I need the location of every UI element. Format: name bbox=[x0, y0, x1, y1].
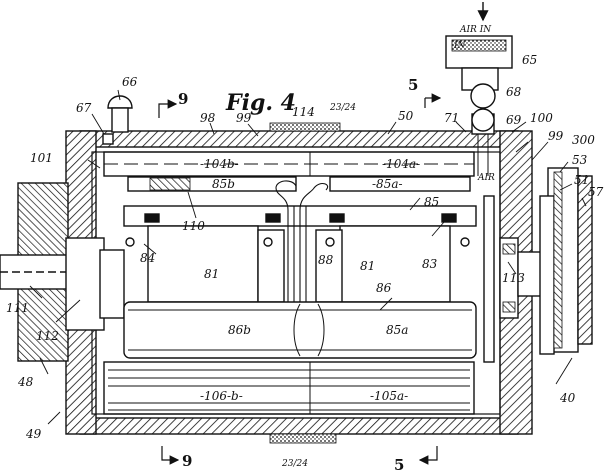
ref-88: 88 bbox=[318, 253, 334, 267]
ref-111: 111 bbox=[6, 301, 29, 315]
disk-plate bbox=[483, 195, 495, 363]
ref-81-left: 81 bbox=[204, 267, 219, 281]
ref-66: 66 bbox=[122, 75, 138, 89]
ref-86: 86 bbox=[376, 281, 392, 295]
air-label: AIR bbox=[477, 173, 495, 183]
block-81-left bbox=[147, 225, 259, 303]
ref-83: 83 bbox=[422, 257, 438, 271]
ref-71: 71 bbox=[444, 111, 459, 125]
ref-110: 110 bbox=[182, 219, 205, 233]
ref-65: 65 bbox=[522, 53, 537, 67]
housing-top-wall bbox=[79, 130, 519, 148]
wire-bundle-88 bbox=[275, 180, 329, 302]
ref-40: 40 bbox=[559, 391, 576, 405]
section-mark-9-bottom: 9 bbox=[182, 452, 192, 470]
section-mark-5-top: 5 bbox=[408, 76, 418, 94]
valve-69 bbox=[471, 108, 495, 132]
ref-67: 67 bbox=[76, 101, 92, 115]
ref-85b: 85b bbox=[212, 177, 235, 191]
cap-66 bbox=[107, 95, 133, 109]
shaft-111 bbox=[0, 254, 71, 290]
ref-69: 69 bbox=[506, 113, 522, 127]
ref-85a: -85a- bbox=[372, 177, 403, 191]
ref-104b: -104b- bbox=[200, 157, 239, 171]
ref-85a-low: 85a bbox=[386, 323, 408, 337]
ref-98: 98 bbox=[200, 111, 216, 125]
ref-112: 112 bbox=[36, 329, 59, 343]
ref-106b: -106-b- bbox=[200, 389, 243, 403]
section-mark-9-top: 9 bbox=[178, 90, 188, 108]
ref-53: 53 bbox=[572, 153, 588, 167]
valve-68 bbox=[470, 83, 496, 109]
ref-101: 101 bbox=[30, 151, 53, 165]
ref-105a: -105a- bbox=[370, 389, 408, 403]
ref-48: 48 bbox=[17, 375, 34, 389]
ref-86b: 86b bbox=[228, 323, 251, 337]
section-mark-5-bottom: 5 bbox=[394, 456, 404, 474]
block-81-right bbox=[339, 225, 451, 303]
in-label: IN bbox=[453, 41, 467, 51]
ref-85: 85 bbox=[424, 195, 439, 209]
ref-113: 113 bbox=[502, 271, 525, 285]
strip-114-top bbox=[269, 122, 341, 132]
bar-85a bbox=[329, 176, 471, 192]
ref-23-24-bottom: 23/24 bbox=[281, 459, 308, 469]
air-in-label: AIR IN bbox=[459, 25, 492, 35]
ref-68: 68 bbox=[506, 85, 522, 99]
ref-114: 114 bbox=[292, 105, 315, 119]
figure-title: Fig. 4 bbox=[225, 90, 296, 116]
hub-112 bbox=[65, 237, 105, 331]
ref-104a: -104a- bbox=[382, 157, 420, 171]
ref-57: 57 bbox=[588, 185, 604, 199]
strip-23-24-bottom bbox=[269, 433, 337, 444]
ref-99-right: 99 bbox=[548, 129, 564, 143]
ref-81-right: 81 bbox=[360, 259, 375, 273]
ref-50: 50 bbox=[398, 109, 414, 123]
ref-100: 100 bbox=[530, 111, 553, 125]
rotor-86 bbox=[123, 301, 477, 359]
housing-bottom-wall bbox=[79, 417, 519, 435]
ref-84: 84 bbox=[140, 251, 155, 265]
lower-channel bbox=[103, 361, 475, 415]
ref-49: 49 bbox=[25, 427, 42, 441]
ref-99-top: 99 bbox=[236, 111, 252, 125]
ref-51: 51 bbox=[574, 173, 589, 187]
ref-23-24-top: 23/24 bbox=[329, 103, 356, 113]
ref-300: 300 bbox=[572, 133, 595, 147]
